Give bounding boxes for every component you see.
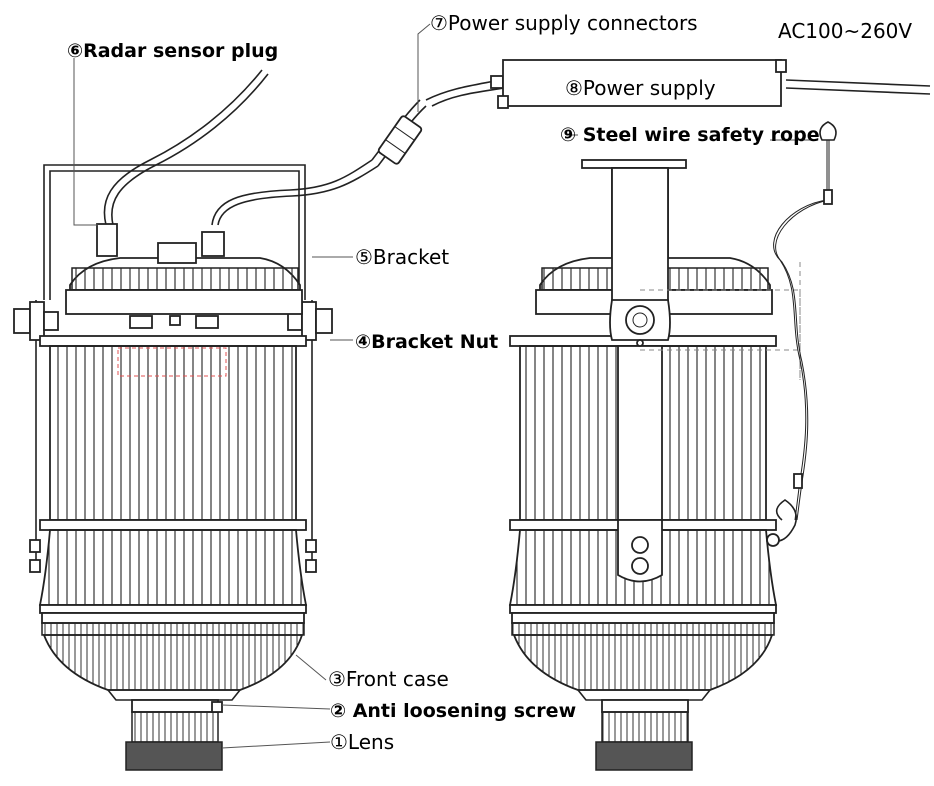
- lens: [125, 741, 223, 771]
- power-cable-left: [211, 159, 373, 226]
- label-bracket: ⑤Bracket: [355, 245, 449, 269]
- label-lens: ①Lens: [330, 730, 394, 754]
- power-supply-assembly: [371, 59, 931, 167]
- strap-bolt-bottom-2: [631, 557, 649, 575]
- label-steel-wire-safety-rope: ⑨ Steel wire safety rope: [560, 124, 820, 146]
- power-supply-box: [502, 59, 782, 107]
- radar-window: [117, 347, 227, 377]
- mounting-strap: [617, 345, 663, 521]
- left-fixture: [13, 69, 379, 771]
- lower-heatsink: [38, 529, 308, 606]
- label-radar-sensor-plug: ⑥Radar sensor plug: [67, 40, 278, 62]
- bracket-nut-left: [13, 301, 59, 341]
- power-supply-connector: [377, 115, 423, 165]
- leader-lines: [73, 23, 815, 749]
- heatsink-body: [49, 345, 297, 521]
- safety-rope: [773, 140, 828, 521]
- label-front-case: ③Front case: [328, 667, 449, 691]
- strap-bolt-top: [625, 305, 655, 335]
- strap-bolt-bottom-1: [631, 536, 649, 554]
- label-power-supply-connectors: ⑦Power supply connectors: [430, 11, 698, 35]
- bracket-nut-right: [287, 301, 333, 341]
- snap-hook-bottom: [771, 499, 798, 542]
- label-bracket-nut: ④Bracket Nut: [355, 331, 498, 353]
- label-anti-loosening-screw: ② Anti loosening screw: [330, 700, 576, 722]
- radar-sensor-plug: [96, 223, 118, 257]
- radar-cable: [103, 69, 263, 226]
- front-case: [42, 634, 304, 691]
- bracket-frame: [43, 164, 306, 300]
- label-input-voltage: AC100~260V: [778, 19, 912, 43]
- snap-hook-top: [819, 121, 837, 141]
- right-fixture: [508, 121, 837, 771]
- label-power-supply: ⑧Power supply: [565, 76, 716, 100]
